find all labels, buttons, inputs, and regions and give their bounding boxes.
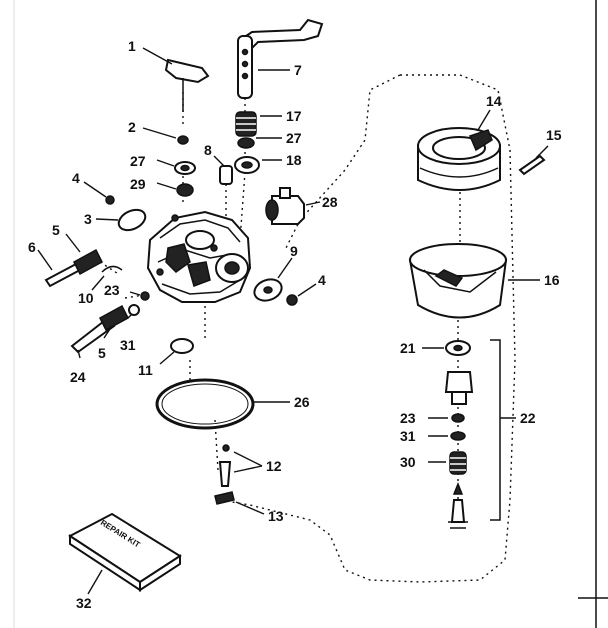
part-11-seal bbox=[159, 338, 194, 365]
part-4-screw-left bbox=[83, 181, 115, 205]
part-28-fuel-fitting bbox=[265, 187, 321, 225]
part-4-screw-right bbox=[286, 283, 317, 306]
part-31-oring-right bbox=[428, 431, 466, 441]
label-25: 26 bbox=[294, 394, 310, 410]
label-4-left: 4 bbox=[72, 170, 80, 186]
part-12-pins bbox=[218, 444, 263, 487]
part-13-pin bbox=[214, 491, 265, 515]
label-4-right: 4 bbox=[318, 272, 326, 288]
label-9: 9 bbox=[290, 243, 298, 259]
label-18: 18 bbox=[286, 152, 302, 168]
part-23-washer-left bbox=[129, 291, 150, 301]
part-22-needle bbox=[448, 481, 468, 529]
part-1-throttle-plate bbox=[142, 47, 210, 112]
label-16: 16 bbox=[544, 272, 560, 288]
part-14-float bbox=[417, 109, 501, 191]
part-labels: 1 2 3 4 4 5 5 6 7 8 9 10 11 12 13 14 15 … bbox=[28, 38, 562, 611]
part-5-spring-upper bbox=[65, 233, 103, 276]
label-31-right: 31 bbox=[400, 428, 416, 444]
page-edge-marks bbox=[13, 0, 608, 628]
label-11: 11 bbox=[138, 362, 153, 378]
part-17-spring bbox=[235, 111, 282, 137]
part-31-oring-left bbox=[127, 304, 140, 319]
label-21: 21 bbox=[400, 340, 416, 356]
label-8: 8 bbox=[204, 142, 212, 158]
part-15-float-pin bbox=[518, 145, 549, 176]
part-3-choke-plate bbox=[95, 208, 147, 232]
label-5-lower: 5 bbox=[98, 345, 106, 361]
label-15: 15 bbox=[546, 127, 562, 143]
part-8-bushing bbox=[213, 155, 233, 185]
label-7: 7 bbox=[294, 62, 302, 78]
label-24: 24 bbox=[70, 369, 86, 385]
part-30-spring bbox=[428, 451, 467, 475]
part-5-spring-lower bbox=[103, 325, 113, 339]
label-23-right: 23 bbox=[400, 410, 416, 426]
part-7-choke-shaft bbox=[237, 18, 324, 99]
part-22-main-nozzle-assembly bbox=[444, 339, 516, 521]
label-29: 29 bbox=[130, 176, 146, 192]
part-9-gasket bbox=[253, 257, 293, 302]
label-27-right: 27 bbox=[286, 130, 302, 146]
part-24-idle-needle bbox=[70, 304, 129, 359]
label-14: 14 bbox=[486, 93, 502, 109]
label-10: 10 bbox=[78, 290, 94, 306]
label-23-left: 23 bbox=[104, 282, 120, 298]
part-16-float-bowl bbox=[408, 243, 540, 319]
label-28: 28 bbox=[322, 194, 338, 210]
part-25-bowl-gasket bbox=[155, 378, 290, 430]
label-13: 13 bbox=[268, 508, 284, 524]
label-3: 3 bbox=[84, 211, 92, 227]
part-18-seal bbox=[234, 156, 282, 174]
label-2: 2 bbox=[128, 119, 136, 135]
part-10-spring-clip bbox=[91, 265, 123, 291]
part-21-washer bbox=[422, 340, 471, 356]
label-32: 32 bbox=[76, 595, 92, 611]
part-6-screw bbox=[37, 249, 82, 288]
part-29-seal bbox=[156, 182, 194, 197]
label-22: 22 bbox=[520, 410, 536, 426]
part-27-washer-left bbox=[156, 159, 196, 175]
label-27-left: 27 bbox=[130, 153, 146, 169]
label-6: 6 bbox=[28, 239, 36, 255]
part-23-washer-right bbox=[428, 413, 465, 423]
label-31-left: 31 bbox=[120, 337, 136, 353]
label-1: 1 bbox=[128, 38, 136, 54]
carburetor-body bbox=[146, 210, 252, 303]
part-27-washer-right bbox=[237, 137, 282, 149]
part-2-screw bbox=[142, 127, 189, 145]
label-5-upper: 5 bbox=[52, 222, 60, 238]
label-12: 12 bbox=[266, 458, 282, 474]
part-32-repair-kit: REPAIR KIT bbox=[68, 512, 182, 595]
label-30: 30 bbox=[400, 454, 416, 470]
label-17: 17 bbox=[286, 108, 302, 124]
